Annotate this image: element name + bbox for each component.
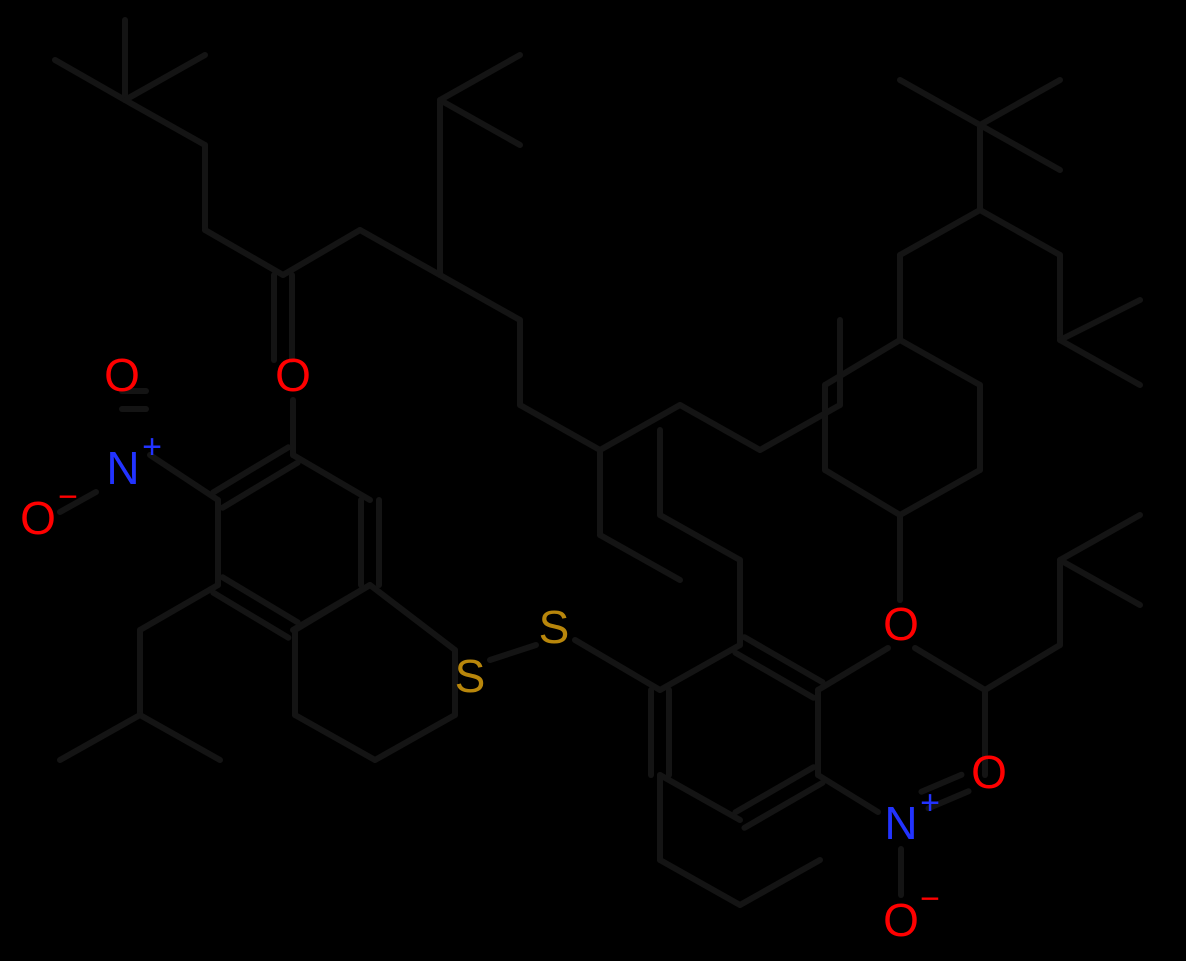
bond-double-a-27 (732, 649, 817, 701)
bond-single-0 (52, 57, 128, 103)
atom-label-s1: S (455, 650, 486, 702)
bond-single-72 (137, 582, 221, 633)
bond-single-80 (657, 512, 743, 563)
atom-label-n1: N (106, 442, 139, 494)
bond-single-25 (657, 642, 743, 693)
bond-double-b-27 (741, 634, 826, 686)
bond-single-52 (1057, 297, 1143, 343)
bond-single-5 (202, 227, 286, 278)
bond-single-64 (677, 402, 763, 453)
atom-label-s2: S (539, 601, 570, 653)
bond-single-74 (57, 712, 143, 763)
bond-single-65 (757, 402, 843, 453)
bond-single-31 (815, 772, 881, 815)
bond-double-b-17 (219, 574, 301, 626)
bond-single-7 (280, 227, 363, 278)
bond-double-b-30 (732, 764, 817, 816)
atom-label-o3: O (20, 492, 56, 544)
bond-single-39 (1057, 557, 1143, 608)
bond-double-a-17 (210, 589, 292, 641)
bond-single-78 (737, 857, 823, 908)
atom-label-o6: O (883, 894, 919, 946)
bond-single-2 (122, 52, 208, 103)
bond-double-a-13 (210, 444, 292, 496)
bond-single-45 (897, 337, 983, 388)
atom-label-n2: N (884, 797, 917, 849)
charge-mark-minus1: − (58, 478, 78, 516)
bond-single-53 (1057, 337, 1143, 388)
bond-single-28 (657, 772, 743, 823)
bond-double-b-33 (918, 771, 965, 795)
bond-single-40 (1057, 512, 1143, 563)
bond-single-19 (147, 452, 221, 503)
charge-mark-plus2: + (920, 784, 940, 822)
bond-single-21 (57, 489, 99, 515)
bond-single-8 (357, 227, 443, 278)
bond-single-3 (122, 97, 208, 148)
bond-single-67 (292, 582, 373, 633)
bond-single-55 (897, 77, 983, 128)
bond-single-58 (437, 272, 523, 323)
bond-single-34 (815, 645, 891, 693)
bond-single-11 (437, 97, 523, 148)
atom-label-o4: O (883, 598, 919, 650)
bond-single-61 (597, 402, 683, 453)
atom-label-o1: O (104, 349, 140, 401)
bond-single-69 (292, 712, 378, 763)
bond-single-49 (897, 207, 983, 258)
bond-single-47 (897, 467, 983, 518)
bond-single-22 (367, 582, 458, 653)
bond-double-a-30 (741, 779, 826, 831)
bond-single-56 (977, 77, 1063, 128)
charge-mark-minus2: − (920, 880, 940, 918)
bond-single-24 (572, 637, 663, 693)
bond-double-b-13 (219, 459, 301, 511)
bond-single-70 (372, 712, 458, 763)
bond-single-14 (290, 452, 373, 503)
bond-single-57 (977, 122, 1063, 173)
bond-single-37 (982, 642, 1063, 693)
bond-single-75 (137, 712, 223, 763)
bond-single-50 (977, 207, 1063, 258)
bond-single-23 (487, 642, 539, 663)
bond-double-a-33 (925, 788, 972, 812)
bond-single-77 (657, 857, 743, 908)
bond-single-10 (437, 52, 523, 103)
atom-label-o5: O (971, 746, 1007, 798)
bond-single-60 (517, 402, 603, 453)
charge-mark-plus1: + (142, 428, 162, 466)
bond-single-42 (822, 467, 903, 518)
bond-single-35 (912, 645, 988, 693)
bond-single-63 (597, 532, 683, 583)
atom-label-o2: O (275, 349, 311, 401)
